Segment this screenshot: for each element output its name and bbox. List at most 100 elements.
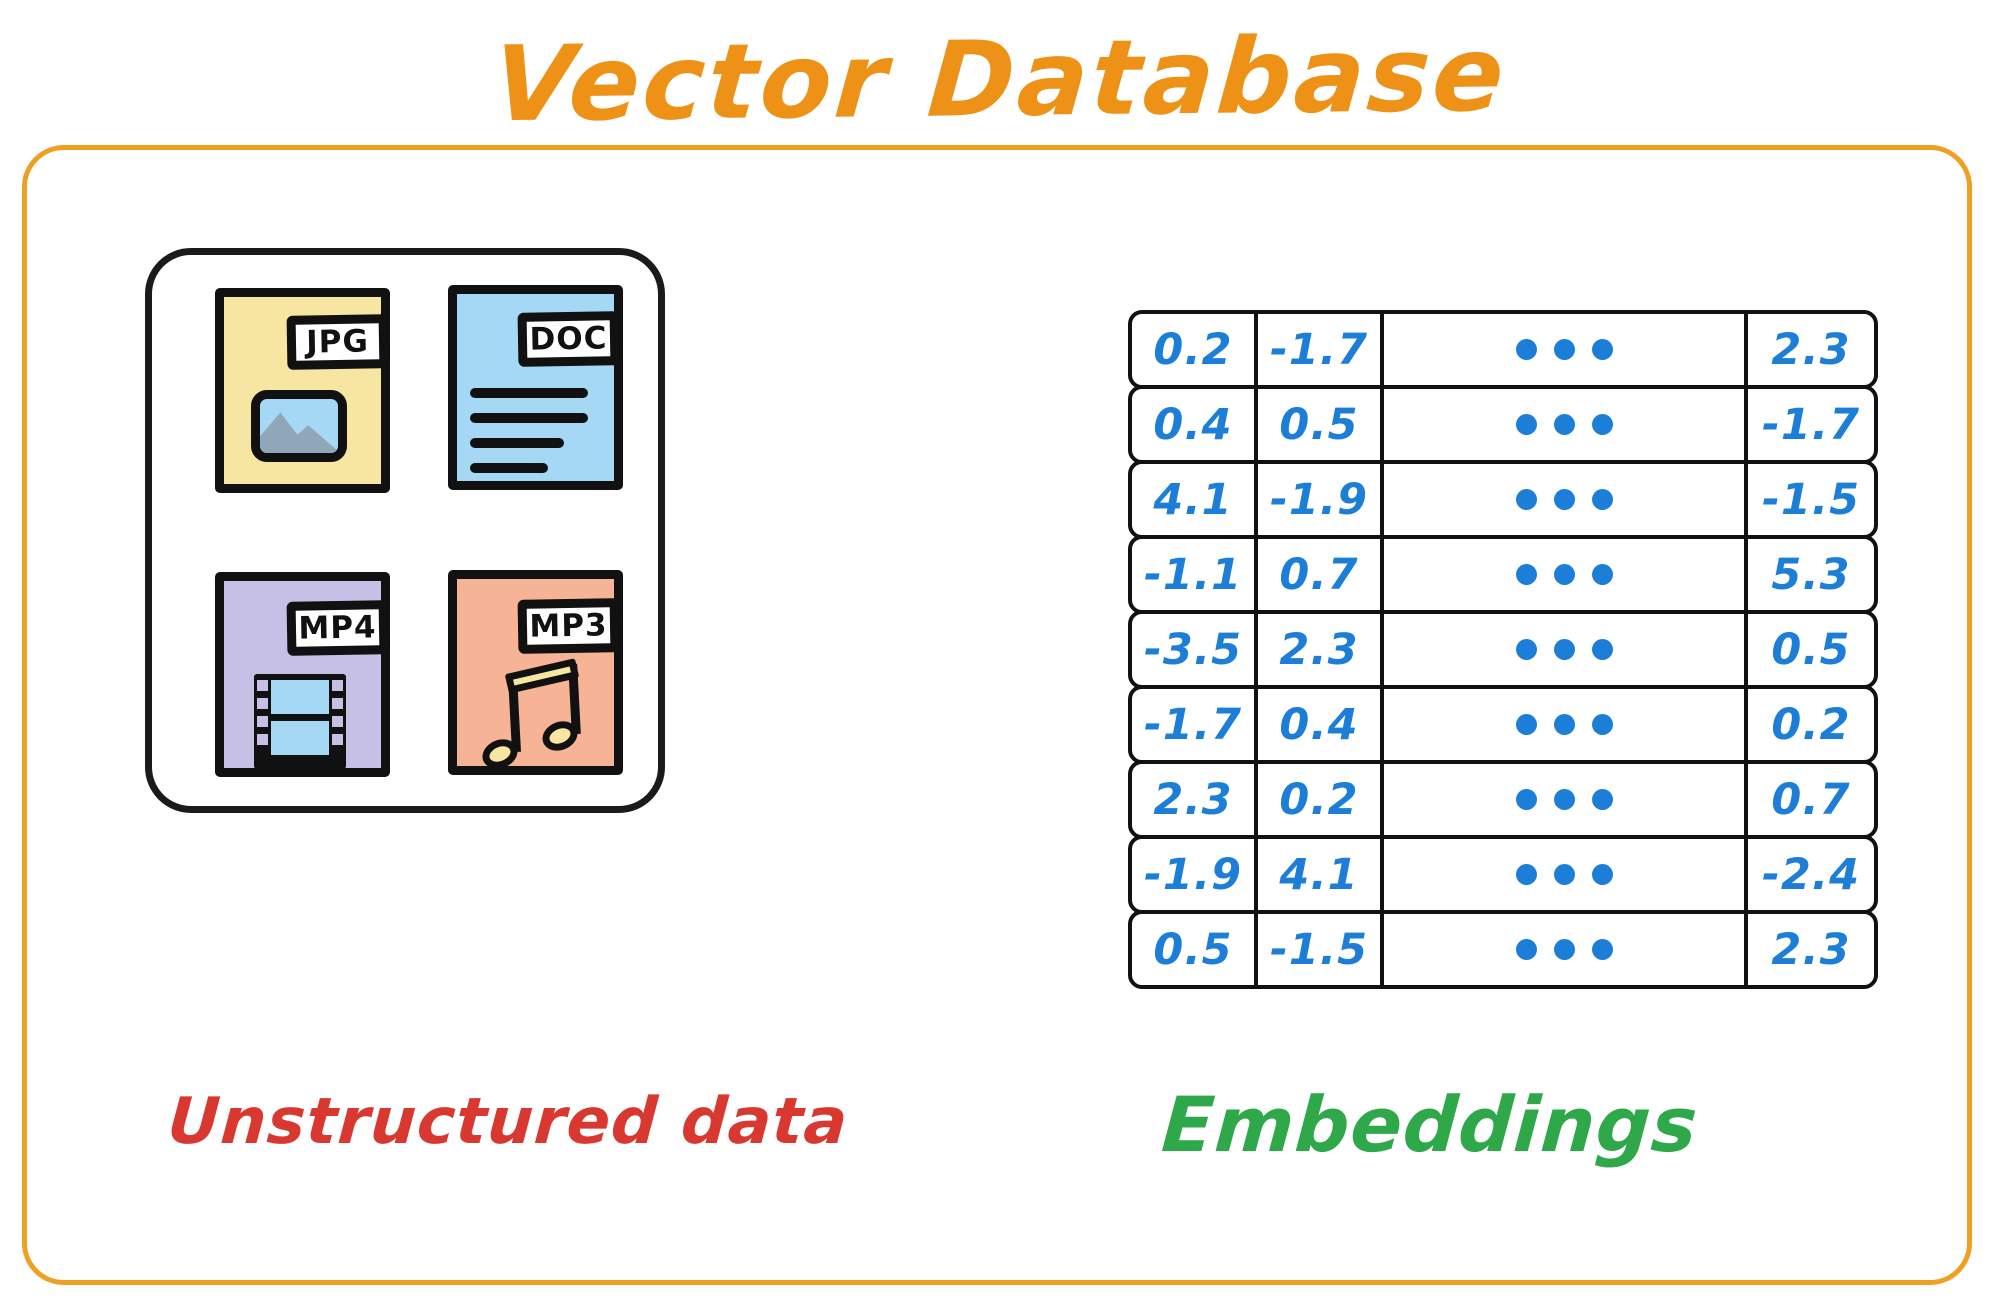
dot <box>1591 339 1613 360</box>
ellipsis-dots <box>1515 339 1613 360</box>
table-cell: 2.3 <box>1771 324 1851 375</box>
table-cell: -1.7 <box>1258 314 1384 385</box>
film-hole <box>332 680 343 691</box>
text-lines-icon <box>470 388 588 488</box>
ellipsis-dots <box>1515 639 1613 660</box>
film-hole <box>332 734 343 745</box>
ellipsis-cell <box>1384 914 1748 985</box>
picture-icon <box>251 390 347 462</box>
music-note-icon <box>476 658 586 777</box>
ellipsis-dots <box>1515 864 1613 885</box>
table-row: 0.2-1.7 2.3 <box>1128 310 1878 389</box>
table-cell: 0.4 <box>1258 689 1384 760</box>
table-cell: 0.2 <box>1771 699 1851 750</box>
table-cell: 0.7 <box>1771 774 1851 825</box>
film-hole <box>257 716 268 727</box>
table-cell: -1.7 <box>1761 399 1861 450</box>
dot <box>1553 939 1575 960</box>
dot <box>1553 789 1575 810</box>
table-cell: 4.1 <box>1132 464 1258 535</box>
dot <box>1553 864 1575 885</box>
file-tag-jpg: JPG <box>286 314 389 370</box>
table-cell: -3.5 <box>1132 614 1258 685</box>
table-cell: 2.3 <box>1132 764 1258 835</box>
dot <box>1515 639 1537 660</box>
table-row: 4.1-1.9 -1.5 <box>1128 460 1878 539</box>
ellipsis-dots <box>1515 939 1613 960</box>
table-cell: 0.2 <box>1132 314 1258 385</box>
text-line <box>470 413 588 423</box>
dot <box>1553 714 1575 735</box>
film-frame <box>271 680 329 714</box>
film-frames <box>271 680 329 763</box>
table-cell: -1.7 <box>1132 689 1258 760</box>
film-hole <box>332 698 343 709</box>
table-cell: 0.5 <box>1771 624 1851 675</box>
ellipsis-cell <box>1384 314 1748 385</box>
table-cell: -1.5 <box>1258 914 1384 985</box>
film-strip-icon <box>254 674 346 769</box>
mountain-shape <box>260 412 338 453</box>
table-cell: 0.2 <box>1258 764 1384 835</box>
file-card-doc <box>448 285 623 490</box>
table-cell: -1.9 <box>1258 464 1384 535</box>
dot <box>1553 414 1575 435</box>
dot <box>1515 714 1537 735</box>
table-cell: 0.5 <box>1258 389 1384 460</box>
ellipsis-dots <box>1515 564 1613 585</box>
film-hole <box>257 734 268 745</box>
film-hole <box>332 716 343 727</box>
dot <box>1591 414 1613 435</box>
dot <box>1591 489 1613 510</box>
ellipsis-cell <box>1384 839 1748 910</box>
table-cell: 4.1 <box>1258 839 1384 910</box>
film-holes-right <box>332 680 343 763</box>
dot <box>1591 789 1613 810</box>
table-cell: -1.5 <box>1761 474 1861 525</box>
dot <box>1515 939 1537 960</box>
file-tag-mp4: MP4 <box>286 600 389 656</box>
text-line <box>470 438 564 448</box>
dot <box>1515 414 1537 435</box>
film-holes-left <box>257 680 268 763</box>
ellipsis-dots <box>1515 789 1613 810</box>
ellipsis-cell <box>1384 539 1748 610</box>
film-frame <box>271 721 329 755</box>
dot <box>1591 939 1613 960</box>
dot <box>1591 639 1613 660</box>
table-cell: 0.7 <box>1258 539 1384 610</box>
table-cell: 2.3 <box>1258 614 1384 685</box>
dot <box>1515 864 1537 885</box>
table-cell: -1.1 <box>1132 539 1258 610</box>
table-cell: -1.9 <box>1132 839 1258 910</box>
ellipsis-dots <box>1515 714 1613 735</box>
embeddings-caption: Embeddings <box>1159 1080 1701 1169</box>
ellipsis-cell <box>1384 689 1748 760</box>
unstructured-data-caption: Unstructured data <box>165 1085 851 1159</box>
table-cell: 5.3 <box>1771 549 1851 600</box>
dot <box>1515 564 1537 585</box>
note-beam <box>504 658 580 694</box>
ellipsis-cell <box>1384 614 1748 685</box>
table-cell: 2.3 <box>1771 924 1851 975</box>
ellipsis-dots <box>1515 414 1613 435</box>
dot <box>1515 489 1537 510</box>
dot <box>1591 564 1613 585</box>
dot <box>1553 489 1575 510</box>
ellipsis-cell <box>1384 389 1748 460</box>
dot <box>1553 564 1575 585</box>
page-title: Vector Database <box>488 12 1512 146</box>
dot <box>1515 339 1537 360</box>
ellipsis-cell <box>1384 464 1748 535</box>
dot <box>1591 864 1613 885</box>
dot <box>1591 714 1613 735</box>
